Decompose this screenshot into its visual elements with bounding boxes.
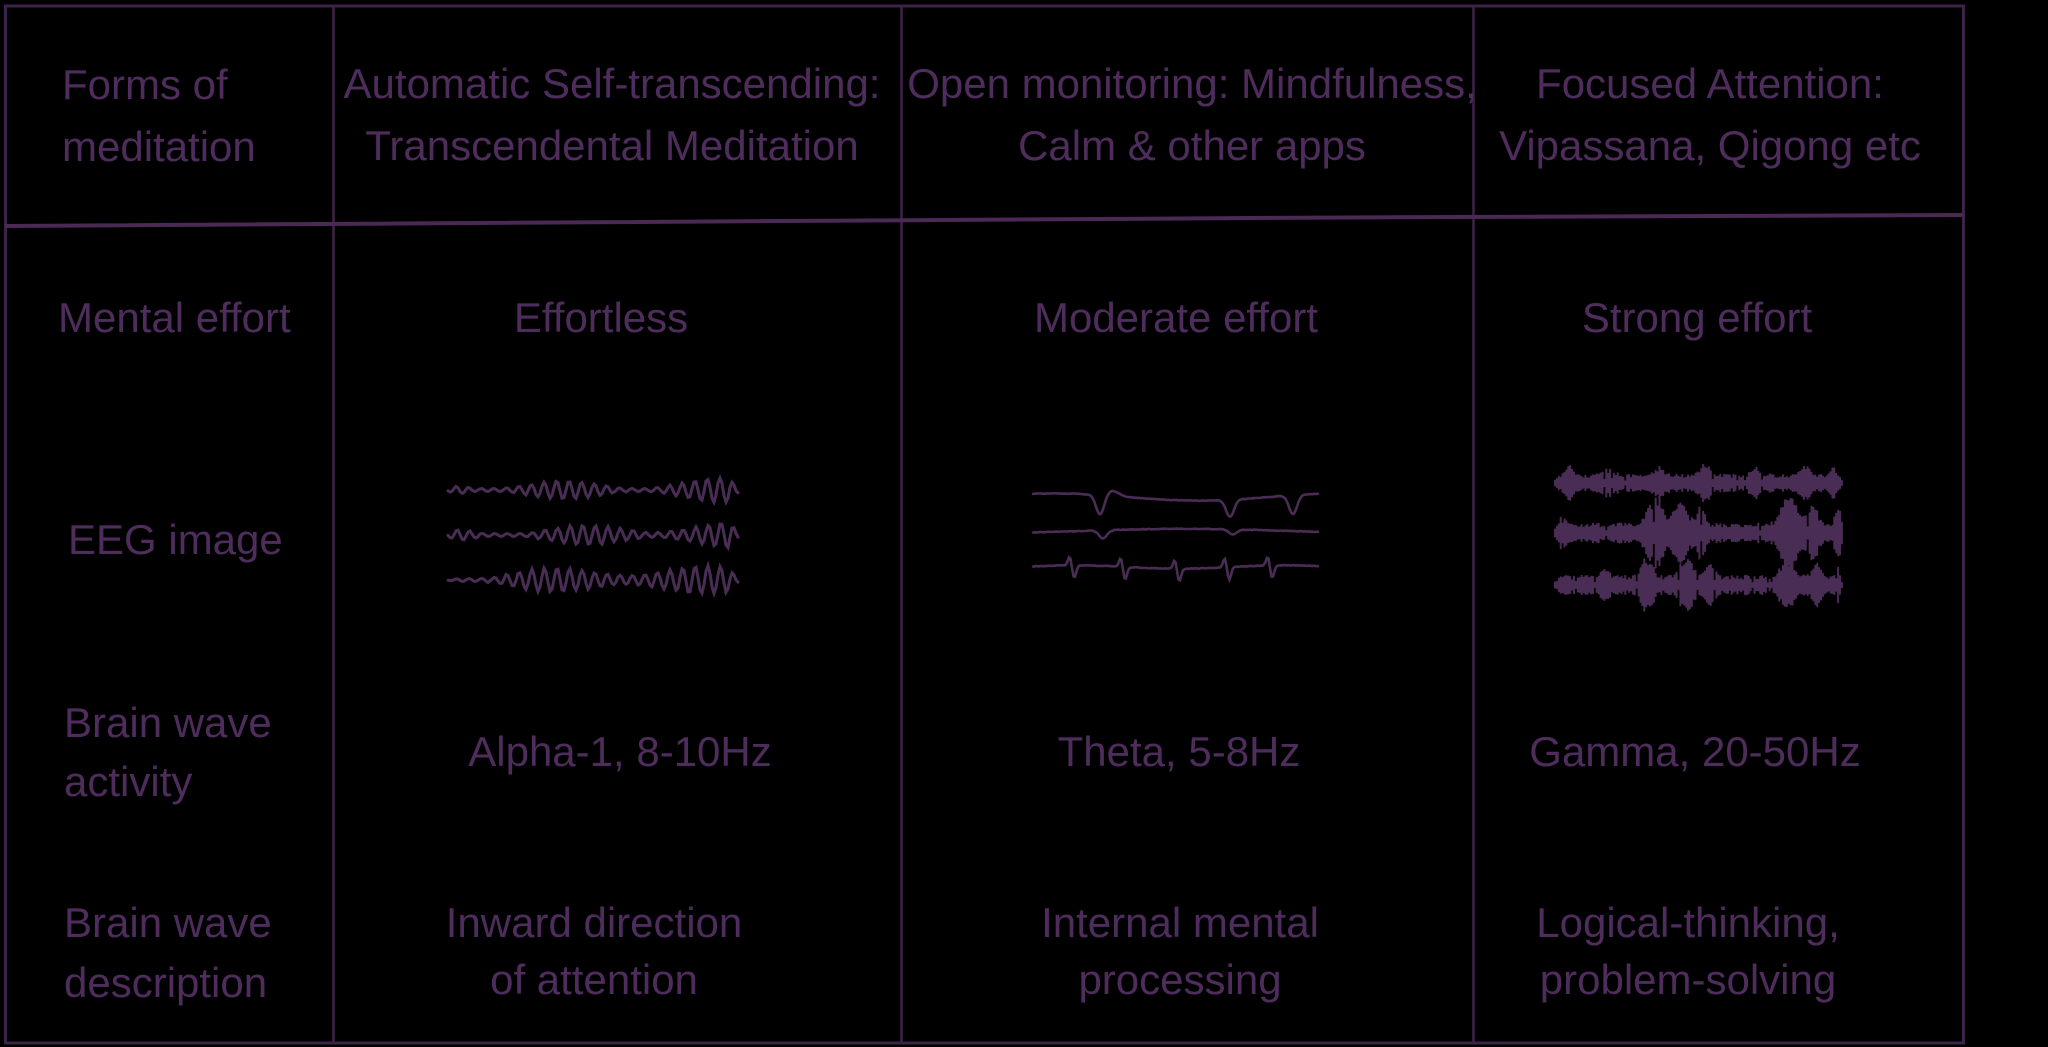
- eeg-trace: [446, 560, 740, 599]
- header-focused-attention-line2: Vipassana, Qigong etc: [1499, 122, 1921, 169]
- header-transcendental-meditation-line2: Transcendental Meditation: [365, 122, 859, 169]
- row-label-mental-effort: Mental effort: [58, 294, 291, 341]
- header-open-monitoring-line1: Open monitoring: Mindfulness,: [907, 60, 1477, 107]
- header-forms-of-meditation-line2: meditation: [62, 123, 256, 170]
- cell-alpha-activity: Alpha-1, 8-10Hz: [468, 728, 772, 775]
- cell-internal-mental-line2: processing: [1078, 956, 1282, 1003]
- header-separator-line: [4, 213, 1964, 228]
- header-transcendental-meditation-line1: Automatic Self-transcending:: [343, 60, 881, 107]
- header-open-monitoring-line2: Calm & other apps: [1018, 122, 1366, 169]
- row-label-brain-wave-activity-line2: activity: [64, 758, 193, 805]
- gamma-eeg-waveform-icon: [1554, 463, 1843, 612]
- cell-inward-direction-line1: Inward direction: [445, 899, 743, 946]
- header-forms-of-meditation-line1: Forms of: [62, 61, 228, 108]
- eeg-trace: [446, 522, 740, 552]
- alpha-eeg-waveform-icon: [446, 473, 740, 599]
- eeg-trace: [1031, 527, 1320, 540]
- header-focused-attention-line1: Focused Attention:: [1536, 60, 1884, 107]
- cell-inward-direction-line2: of attention: [490, 956, 698, 1003]
- eeg-trace: [1554, 463, 1843, 503]
- cell-logical-thinking-line2: problem-solving: [1539, 956, 1837, 1003]
- cell-gamma-activity: Gamma, 20-50Hz: [1529, 728, 1861, 775]
- eeg-trace: [1554, 558, 1843, 612]
- row-label-brain-wave-activity-line1: Brain wave: [64, 699, 272, 746]
- table-outer-border: [4, 4, 1965, 1045]
- row-label-eeg-image: EEG image: [68, 516, 283, 563]
- cell-logical-thinking-line1: Logical-thinking,: [1536, 899, 1840, 946]
- cell-moderate-effort: Moderate effort: [1033, 294, 1319, 341]
- cell-theta-activity: Theta, 5-8Hz: [1057, 728, 1301, 775]
- row-label-brain-wave-description-line1: Brain wave: [64, 899, 272, 946]
- cell-internal-mental-line1: Internal mental: [1041, 899, 1319, 946]
- theta-eeg-waveform-icon: [1031, 489, 1320, 584]
- eeg-trace: [1031, 489, 1320, 518]
- eeg-trace: [446, 473, 740, 507]
- eeg-trace: [1554, 497, 1843, 569]
- cell-strong-effort: Strong effort: [1581, 294, 1813, 341]
- eeg-trace: [1031, 555, 1320, 584]
- cell-effortless: Effortless: [513, 294, 689, 341]
- row-label-brain-wave-description-line2: description: [64, 959, 268, 1006]
